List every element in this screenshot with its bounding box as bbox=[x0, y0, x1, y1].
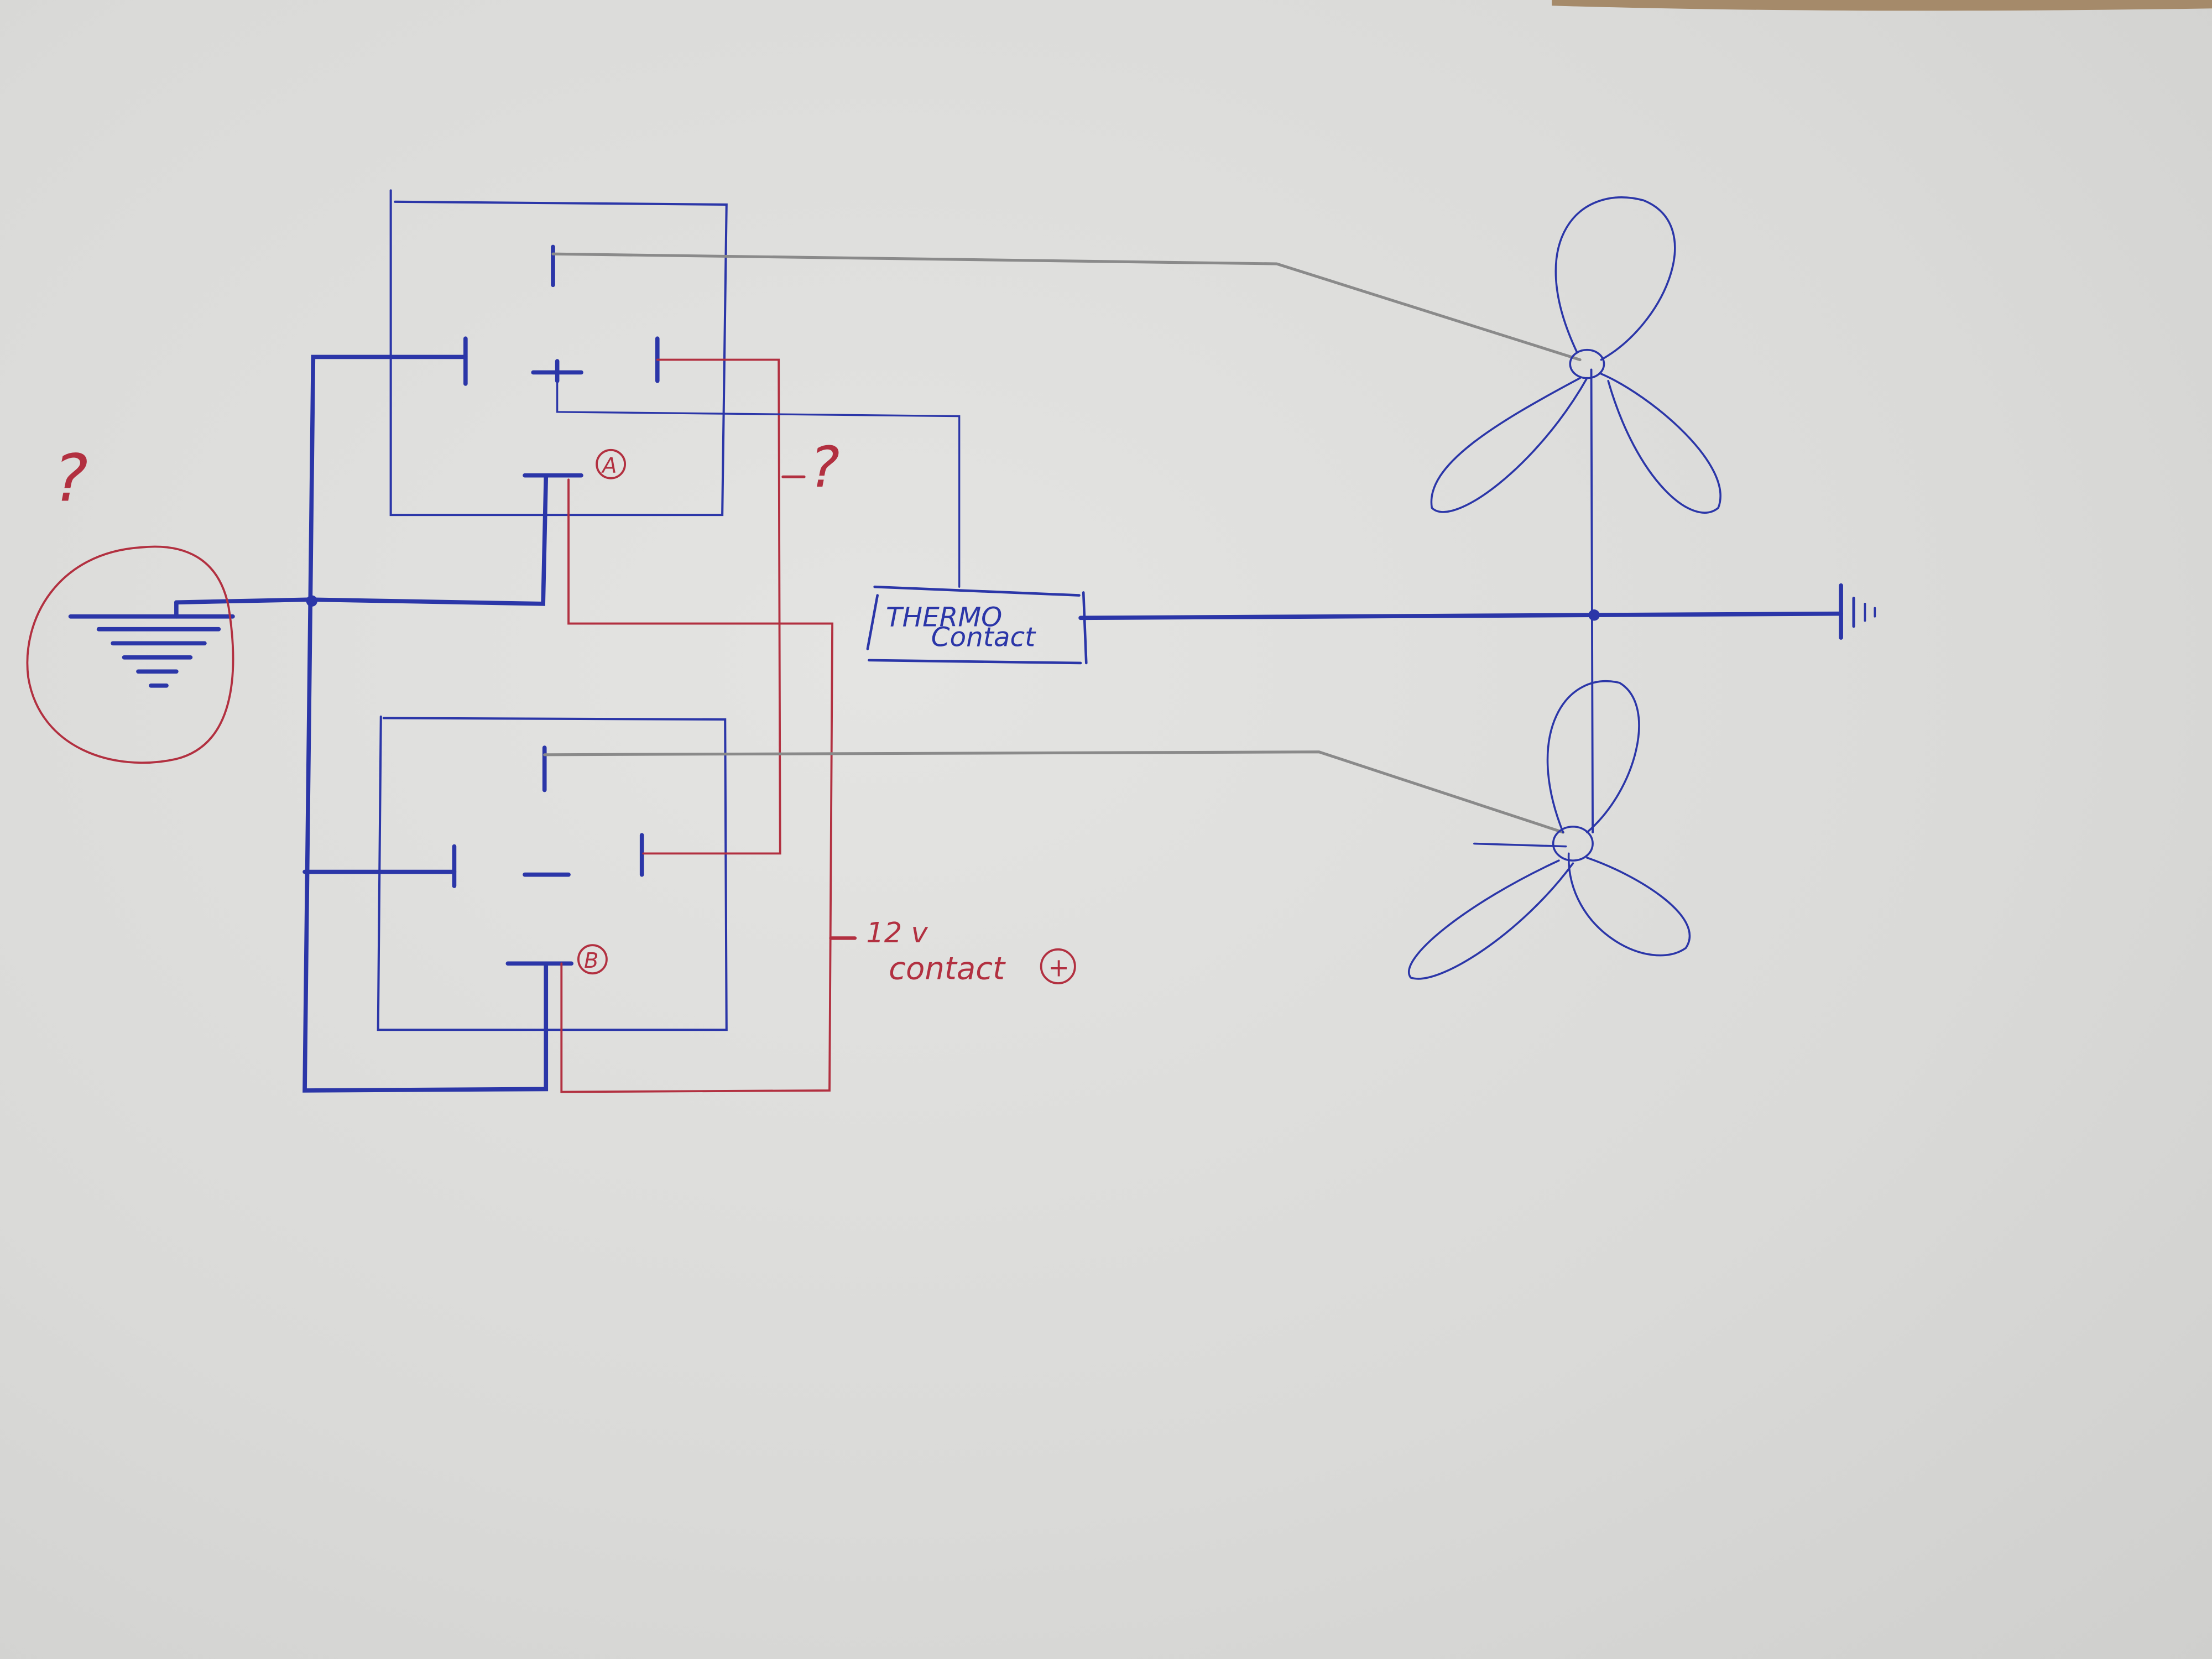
junction-dot bbox=[306, 595, 317, 607]
supply-contact-label: contact bbox=[889, 951, 1006, 987]
positive-marker bbox=[1040, 948, 1076, 984]
relay-b-label: B bbox=[584, 948, 598, 973]
relay-a-pins bbox=[463, 244, 660, 478]
relay-a-label: A bbox=[601, 453, 617, 478]
ground-question-mark: ? bbox=[54, 441, 88, 517]
ground-symbol-icon bbox=[68, 600, 235, 688]
relay-a-marker bbox=[596, 448, 627, 479]
thermo-contact-box bbox=[866, 585, 1088, 665]
fan-1-icon bbox=[1430, 196, 1721, 514]
fan-ground-wire bbox=[1590, 368, 1594, 834]
junction-dot bbox=[1588, 609, 1600, 621]
fan-1-power-wire bbox=[551, 252, 1582, 362]
relay-b-marker bbox=[577, 944, 608, 975]
thermo-signal-wire bbox=[556, 380, 961, 588]
ground-wire-relay-a bbox=[174, 474, 549, 606]
ground-bus-wire bbox=[302, 354, 549, 1093]
ground-question-circle bbox=[26, 545, 234, 764]
fan-2-icon bbox=[1408, 680, 1691, 980]
fan-2-power-wire bbox=[543, 750, 1565, 834]
thermo-label-line1: THERMO bbox=[886, 602, 1002, 633]
table-edge bbox=[1552, 0, 2212, 11]
thermo-label-line2: Contact bbox=[931, 622, 1037, 653]
relay-b-box bbox=[377, 715, 728, 1031]
relay-b-pins bbox=[452, 745, 644, 966]
ground-symbol-right-icon bbox=[1839, 583, 1876, 640]
coil-feed-wire bbox=[560, 478, 834, 1093]
relay-a-box bbox=[389, 189, 728, 517]
thermo-ground-wire bbox=[1078, 611, 1843, 620]
supply-polarity-label: + bbox=[1048, 952, 1069, 982]
switch-feed-wire bbox=[642, 358, 781, 855]
wire-question-mark: ? bbox=[810, 435, 839, 500]
supply-voltage-label: 12 v bbox=[866, 917, 928, 950]
